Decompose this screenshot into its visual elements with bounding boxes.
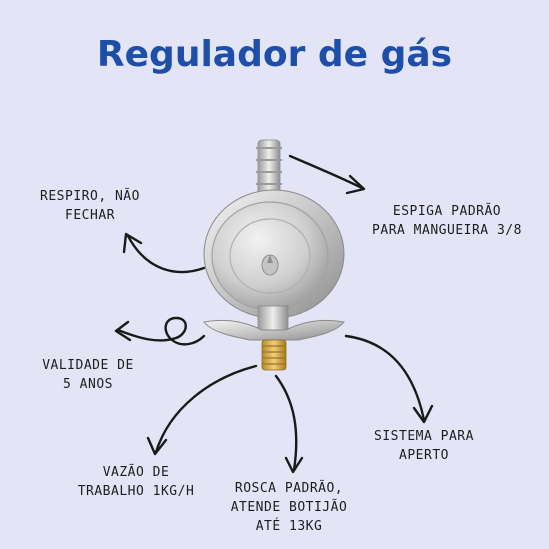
arrowhead-respiro: [122, 232, 143, 254]
arrow-rosca: [274, 374, 298, 472]
label-vazao: VAZÃO DE TRABALHO 1KG/H: [77, 465, 195, 499]
label-rosca: ROSCA PADRÃO, ATENDE BOTIJÃO ATÉ 13KG: [230, 481, 348, 534]
label-espiga: ESPIGA PADRÃO PARA MANGUEIRA 3/8: [372, 204, 522, 238]
arrowhead-espiga: [345, 174, 366, 195]
label-respiro: RESPIRO, NÃO FECHAR: [40, 189, 140, 223]
hose-barb: [256, 139, 282, 199]
arrow-espiga: [288, 154, 364, 190]
regulator-body: [203, 189, 345, 319]
regulator-neck: [257, 305, 289, 333]
page-title: Regulador de gás: [96, 34, 453, 75]
arrow-vazao: [154, 364, 258, 454]
wing-handle: [203, 319, 345, 341]
arrowhead-rosca: [284, 456, 304, 474]
arrowhead-validade: [114, 320, 132, 342]
brass-thread: [261, 339, 287, 371]
label-validade: VALIDADE DE 5 ANOS: [42, 358, 134, 392]
arrow-sistema: [344, 334, 426, 422]
arrowhead-vazao: [146, 436, 168, 456]
arrow-validade: [116, 316, 206, 346]
arrow-respiro: [126, 234, 206, 274]
arrowhead-sistema: [412, 404, 434, 424]
label-sistema: SISTEMA PARA APERTO: [374, 429, 474, 463]
